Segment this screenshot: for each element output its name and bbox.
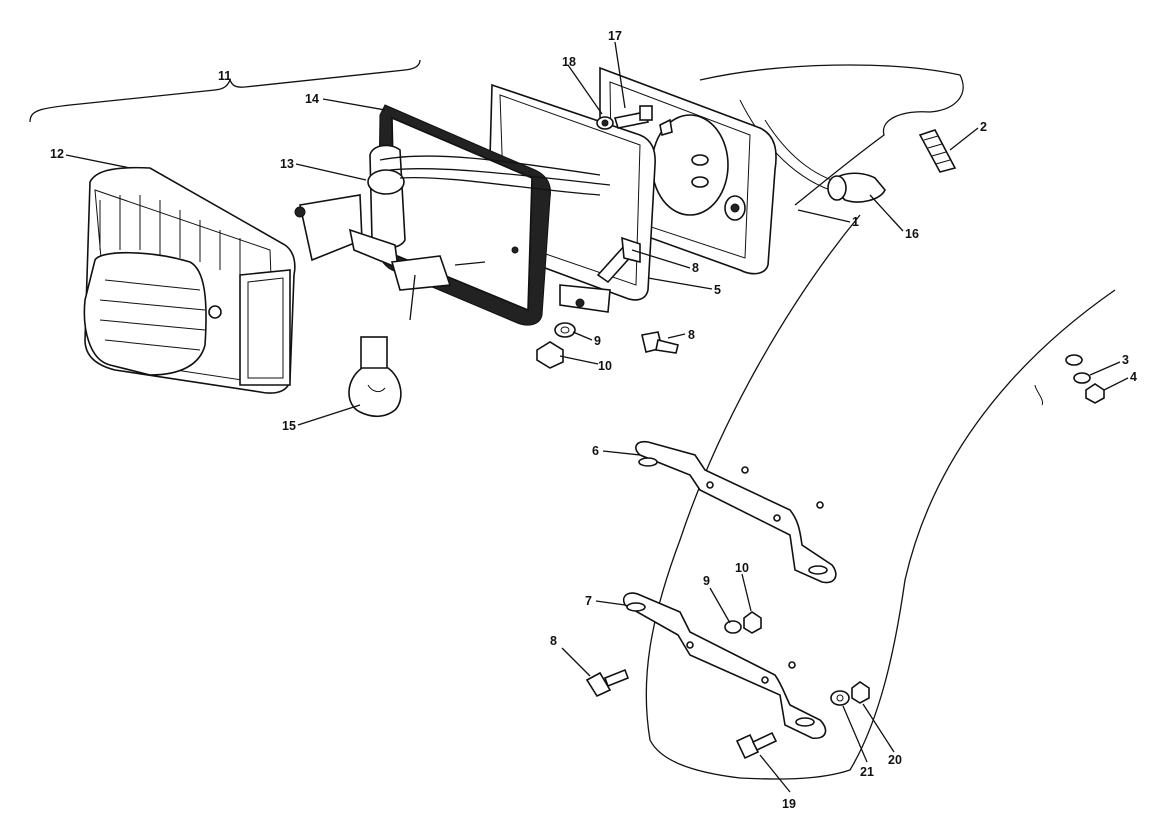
fasteners <box>536 105 1105 760</box>
bulb <box>348 336 402 418</box>
callout-7: 7 <box>585 594 592 608</box>
group-bracket-11 <box>29 59 421 123</box>
upper-strap <box>635 440 837 584</box>
callout-6: 6 <box>592 444 599 458</box>
callout-18: 18 <box>562 55 576 69</box>
callout-10-b: 10 <box>735 561 749 575</box>
callout-21: 21 <box>860 765 874 779</box>
callouts: 11 12 14 13 15 18 17 2 1 16 8 5 9 10 8 3… <box>50 29 1137 811</box>
callout-3: 3 <box>1122 353 1129 367</box>
callout-11: 11 <box>218 69 231 83</box>
callout-19: 19 <box>782 797 796 811</box>
lower-strap <box>622 592 827 740</box>
callout-15: 15 <box>282 419 296 433</box>
callout-8-c: 8 <box>550 634 557 648</box>
callout-20: 20 <box>888 753 902 767</box>
callout-8-a: 8 <box>692 261 699 275</box>
callout-16: 16 <box>905 227 919 241</box>
callout-8-b: 8 <box>688 328 695 342</box>
callout-14: 14 <box>305 92 319 106</box>
callout-13: 13 <box>280 157 294 171</box>
lamp-body <box>294 104 611 326</box>
callout-9-a: 9 <box>594 334 601 348</box>
callout-10-a: 10 <box>598 359 612 373</box>
callout-5: 5 <box>714 283 721 297</box>
callout-1: 1 <box>852 215 859 229</box>
fender <box>645 64 1116 780</box>
callout-12: 12 <box>50 147 64 161</box>
callout-9-b: 9 <box>703 574 710 588</box>
callout-4: 4 <box>1130 370 1137 384</box>
callout-2: 2 <box>980 120 987 134</box>
leader-lines <box>65 41 1129 793</box>
lens <box>83 166 296 394</box>
callout-17: 17 <box>608 29 622 43</box>
